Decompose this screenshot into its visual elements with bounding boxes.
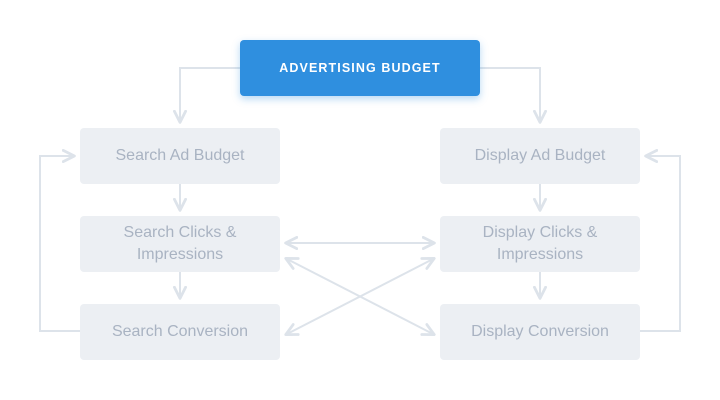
display-clicks-label: Display Clicks & Impressions — [482, 224, 598, 263]
search-clicks-node: Search Clicks & Impressions — [80, 216, 280, 272]
search-conversion-label: Search Conversion — [111, 323, 249, 340]
connector-display-feedback — [640, 149, 681, 332]
connector-cross-display-clicks-search-conversion — [284, 256, 436, 337]
display-conversion-label: Display Conversion — [471, 323, 609, 340]
connector-root-to-display-budget — [480, 67, 547, 124]
connector-root-to-search-budget — [173, 67, 240, 124]
display-conversion-node: Display Conversion — [440, 304, 640, 360]
advertising-budget-label: ADVERTISING BUDGET — [279, 61, 441, 75]
search-ad-budget-node: Search Ad Budget — [80, 128, 280, 184]
display-ad-budget-label: Display Ad Budget — [474, 147, 606, 164]
advertising-budget-node: ADVERTISING BUDGET — [240, 40, 480, 96]
display-clicks-node: Display Clicks & Impressions — [440, 216, 640, 272]
search-clicks-label: Search Clicks & Impressions — [123, 224, 237, 263]
search-conversion-node: Search Conversion — [80, 304, 280, 360]
connector-search-feedback — [39, 149, 80, 332]
search-ad-budget-label: Search Ad Budget — [115, 147, 245, 164]
display-ad-budget-node: Display Ad Budget — [440, 128, 640, 184]
